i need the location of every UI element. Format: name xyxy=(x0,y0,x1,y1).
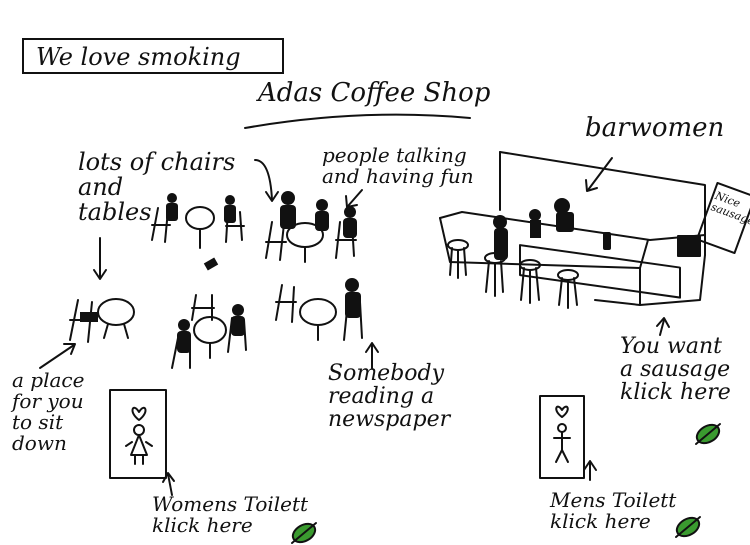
somebody-reading-line: Somebody xyxy=(328,361,445,386)
arrow-icon xyxy=(254,159,279,202)
place-to-sit-line: to sit xyxy=(12,410,64,434)
chairs-tables-label: lots of chairs and tables xyxy=(78,148,236,227)
womens-toilet-link[interactable]: Womens Toilett klick here xyxy=(152,494,308,536)
place-to-sit-line: for you xyxy=(12,389,84,413)
sausage-link-line: You want xyxy=(620,334,722,359)
chairs-tables-line: and xyxy=(78,173,124,202)
barwomen-figures xyxy=(493,198,611,260)
table-group xyxy=(171,294,247,369)
table-group xyxy=(265,221,357,263)
people-talking-line: people talking xyxy=(322,143,467,167)
place-to-sit-line: down xyxy=(12,431,67,455)
leaf-icon xyxy=(291,522,317,544)
somebody-reading-line: newspaper xyxy=(328,407,451,433)
mens-toilet-line: klick here xyxy=(550,509,651,533)
arrow-icon xyxy=(583,460,597,481)
chairs-tables-line: lots of chairs xyxy=(78,148,236,176)
mens-toilet-link[interactable]: Mens Toilett klick here xyxy=(550,490,676,532)
page-title: Adas Coffee Shop xyxy=(258,78,491,108)
somebody-reading-line: reading a xyxy=(328,384,435,410)
woman-figure-icon xyxy=(125,424,153,465)
mens-toilet-door xyxy=(539,395,585,479)
title-underline xyxy=(244,113,471,129)
womens-toilet-door xyxy=(109,389,167,479)
womens-toilet-line: Womens Toilett xyxy=(152,492,309,516)
leaf-icon xyxy=(695,423,721,445)
sausage-link-line: a sausage xyxy=(620,357,731,383)
arrow-icon xyxy=(656,317,670,336)
sausage-link[interactable]: You want a sausage klick here xyxy=(620,335,731,404)
sausage-sign-board xyxy=(695,181,750,255)
arrow-icon xyxy=(345,189,363,208)
womens-toilet-line: klick here xyxy=(152,513,253,537)
barwomen-label: barwomen xyxy=(585,113,725,143)
somebody-reading-label: Somebody reading a newspaper xyxy=(328,362,450,431)
mens-toilet-line: Mens Toilett xyxy=(550,488,677,512)
table-group xyxy=(275,284,363,341)
leaf-icon xyxy=(675,516,701,538)
sausage-pot-icon xyxy=(677,235,701,257)
heart-icon xyxy=(555,405,569,418)
place-to-sit-line: a place xyxy=(12,368,85,392)
man-figure-icon xyxy=(553,423,571,463)
chairs-tables-line: tables xyxy=(78,198,152,227)
people-talking-label: people talking and having fun xyxy=(322,145,474,187)
arrow-icon xyxy=(93,237,107,280)
smoking-sign-text: We love smoking xyxy=(36,43,241,71)
table-group xyxy=(151,206,245,249)
bar-stools xyxy=(447,239,579,309)
heart-icon xyxy=(131,406,147,421)
arrow-icon xyxy=(585,157,613,192)
arrow-icon xyxy=(365,342,379,369)
empty-table-group xyxy=(69,298,135,343)
arrow-icon xyxy=(39,343,76,369)
sausage-link-line: klick here xyxy=(620,380,731,406)
people-talking-line: and having fun xyxy=(322,164,474,188)
smoking-sign: We love smoking xyxy=(22,38,284,74)
place-to-sit-label: a place for you to sit down xyxy=(12,370,84,454)
